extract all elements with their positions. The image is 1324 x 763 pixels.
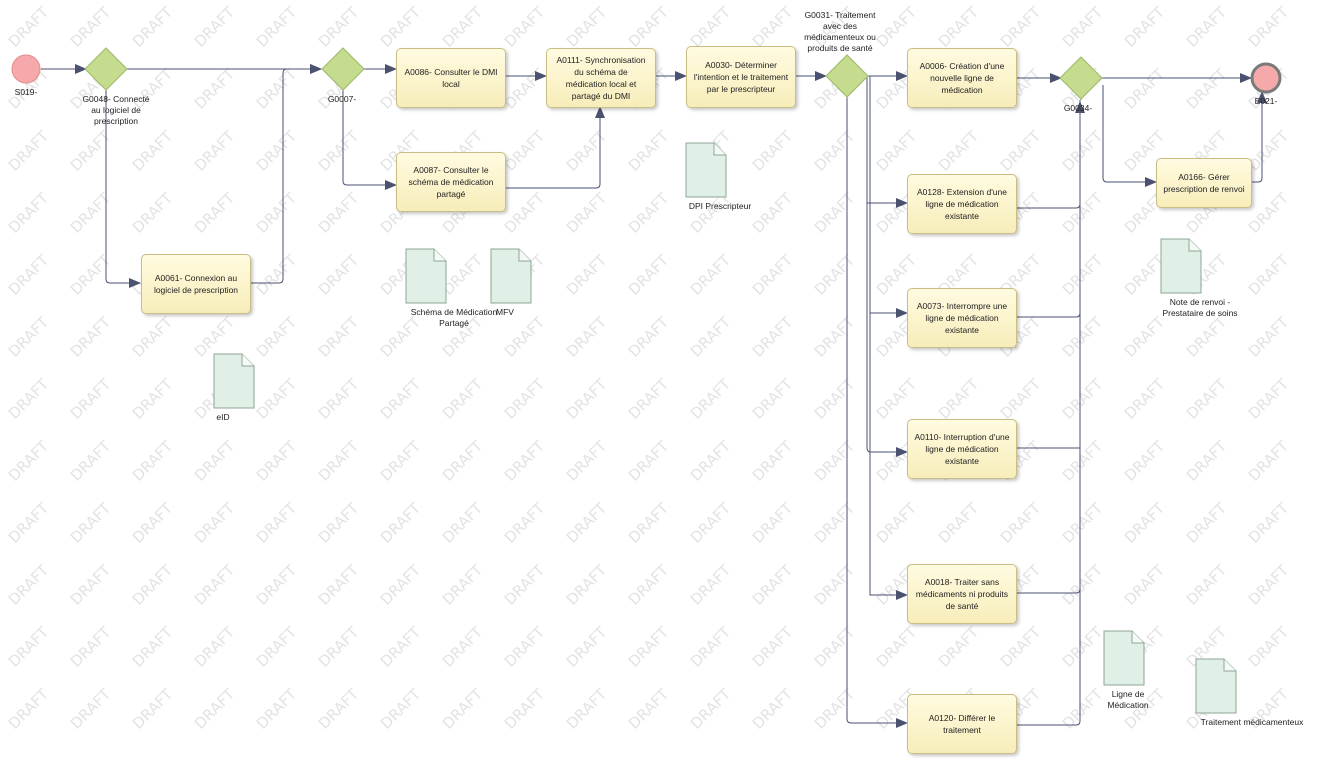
gateway-g0048 [84, 47, 128, 91]
document-icon-ligne [1103, 630, 1145, 686]
edge-g0031-to-a0110 [866, 76, 908, 457]
gateway-g0031-label: G0031- Traitement avec des médicamenteux… [804, 10, 876, 53]
start-event [11, 54, 41, 84]
edge-a0073-to-g0034 [1016, 205, 1081, 318]
task-a0120-label: A0120- Différer le traitement [928, 713, 996, 735]
gateway-g0034 [1059, 56, 1103, 100]
document-schema-label: Schéma de Médication Partagé [410, 307, 498, 328]
edge-g0048-to-a0061 [105, 89, 141, 288]
task-a0087-label: A0087- Consulter le schéma de médication… [408, 165, 494, 199]
edge-g0034-to-a0166 [1080, 85, 1156, 182]
task-a0128-label: A0128- Extension d'une ligne de médicati… [917, 187, 1007, 221]
edge-g0031-to-a0018 [869, 200, 908, 600]
document-icon-dpi [685, 142, 727, 198]
task-a0006-label: A0006- Création d'une nouvelle ligne de … [919, 61, 1005, 95]
edge-a0087-to-a0111 [505, 106, 605, 189]
document-icon-schema [405, 248, 447, 304]
task-a0111[interactable]: A0111- Synchronisation du schéma de médi… [546, 48, 656, 108]
task-a0086[interactable]: A0086- Consulter le DMI local [396, 48, 506, 108]
gateway-g0007 [321, 47, 365, 91]
gateway-g0034-label: G0034- [1063, 103, 1093, 113]
task-a0120[interactable]: A0120- Différer le traitement [907, 694, 1017, 754]
edge-g0031-to-a0120 [846, 97, 908, 728]
document-note-label: Note de renvoi - Prestataire de soins [1162, 297, 1238, 318]
task-a0073-label: A0073- Interrompre une ligne de médicati… [916, 301, 1008, 335]
document-icon-mfv [490, 248, 532, 304]
document-traitement-label: Traitement médicamenteux [1200, 717, 1304, 727]
task-a0061-label: A0061- Connexion au logiciel de prescrip… [153, 273, 239, 295]
gateway-g0048-label: G0048- Connecté au logiciel de prescript… [82, 94, 150, 126]
task-a0061[interactable]: A0061- Connexion au logiciel de prescrip… [141, 254, 251, 314]
edge-g0031-to-a0128 [866, 79, 908, 208]
task-a0128[interactable]: A0128- Extension d'une ligne de médicati… [907, 174, 1017, 234]
document-icon-eid [213, 353, 255, 409]
edge-a0018-to-g0034 [1016, 447, 1081, 594]
gateway-g0007-label: G0007- [327, 94, 357, 104]
document-dpi-label: DPI Prescripteur [688, 201, 752, 211]
edge-a0061-to-g0007 [250, 64, 322, 284]
document-mfv-label: MFV [496, 307, 514, 317]
task-a0111-label: A0111- Synchronisation du schéma de médi… [556, 55, 646, 101]
edge-g0007-to-a0087 [342, 89, 397, 190]
edge-a0120-to-g0034 [1016, 101, 1085, 726]
end-event-label: E021- [1254, 96, 1278, 106]
gateway-g0031 [825, 54, 869, 98]
task-a0110[interactable]: A0110- Interruption d'une ligne de médic… [907, 419, 1017, 479]
task-a0166[interactable]: A0166- Gérer prescription de renvoi [1156, 158, 1252, 208]
document-eid-label: eID [216, 412, 230, 422]
task-a0030[interactable]: A0030- Déterminer l'intention et le trai… [686, 46, 796, 108]
document-ligne-label: Ligne de Médication [1107, 689, 1149, 710]
task-a0110-label: A0110- Interruption d'une ligne de médic… [914, 432, 1010, 466]
start-event-label: S019- [14, 87, 38, 97]
task-a0166-label: A0166- Gérer prescription de renvoi [1163, 172, 1245, 194]
edge-a0110-to-g0034 [1016, 315, 1081, 449]
task-a0030-label: A0030- Déterminer l'intention et le trai… [693, 60, 789, 94]
task-a0073[interactable]: A0073- Interrompre une ligne de médicati… [907, 288, 1017, 348]
task-a0018-label: A0018- Traiter sans médicaments ni produ… [915, 577, 1009, 611]
end-event [1250, 62, 1282, 94]
task-a0006[interactable]: A0006- Création d'une nouvelle ligne de … [907, 48, 1017, 108]
edge-g0031-to-a0073 [869, 76, 908, 318]
edge-a0166-to-end [1251, 91, 1267, 183]
task-a0086-label: A0086- Consulter le DMI local [404, 67, 498, 89]
document-icon-traitement [1195, 658, 1237, 714]
task-a0087[interactable]: A0087- Consulter le schéma de médication… [396, 152, 506, 212]
edge-a0128-to-g0034 [1016, 100, 1081, 209]
task-a0018[interactable]: A0018- Traiter sans médicaments ni produ… [907, 564, 1017, 624]
document-icon-note [1160, 238, 1202, 294]
